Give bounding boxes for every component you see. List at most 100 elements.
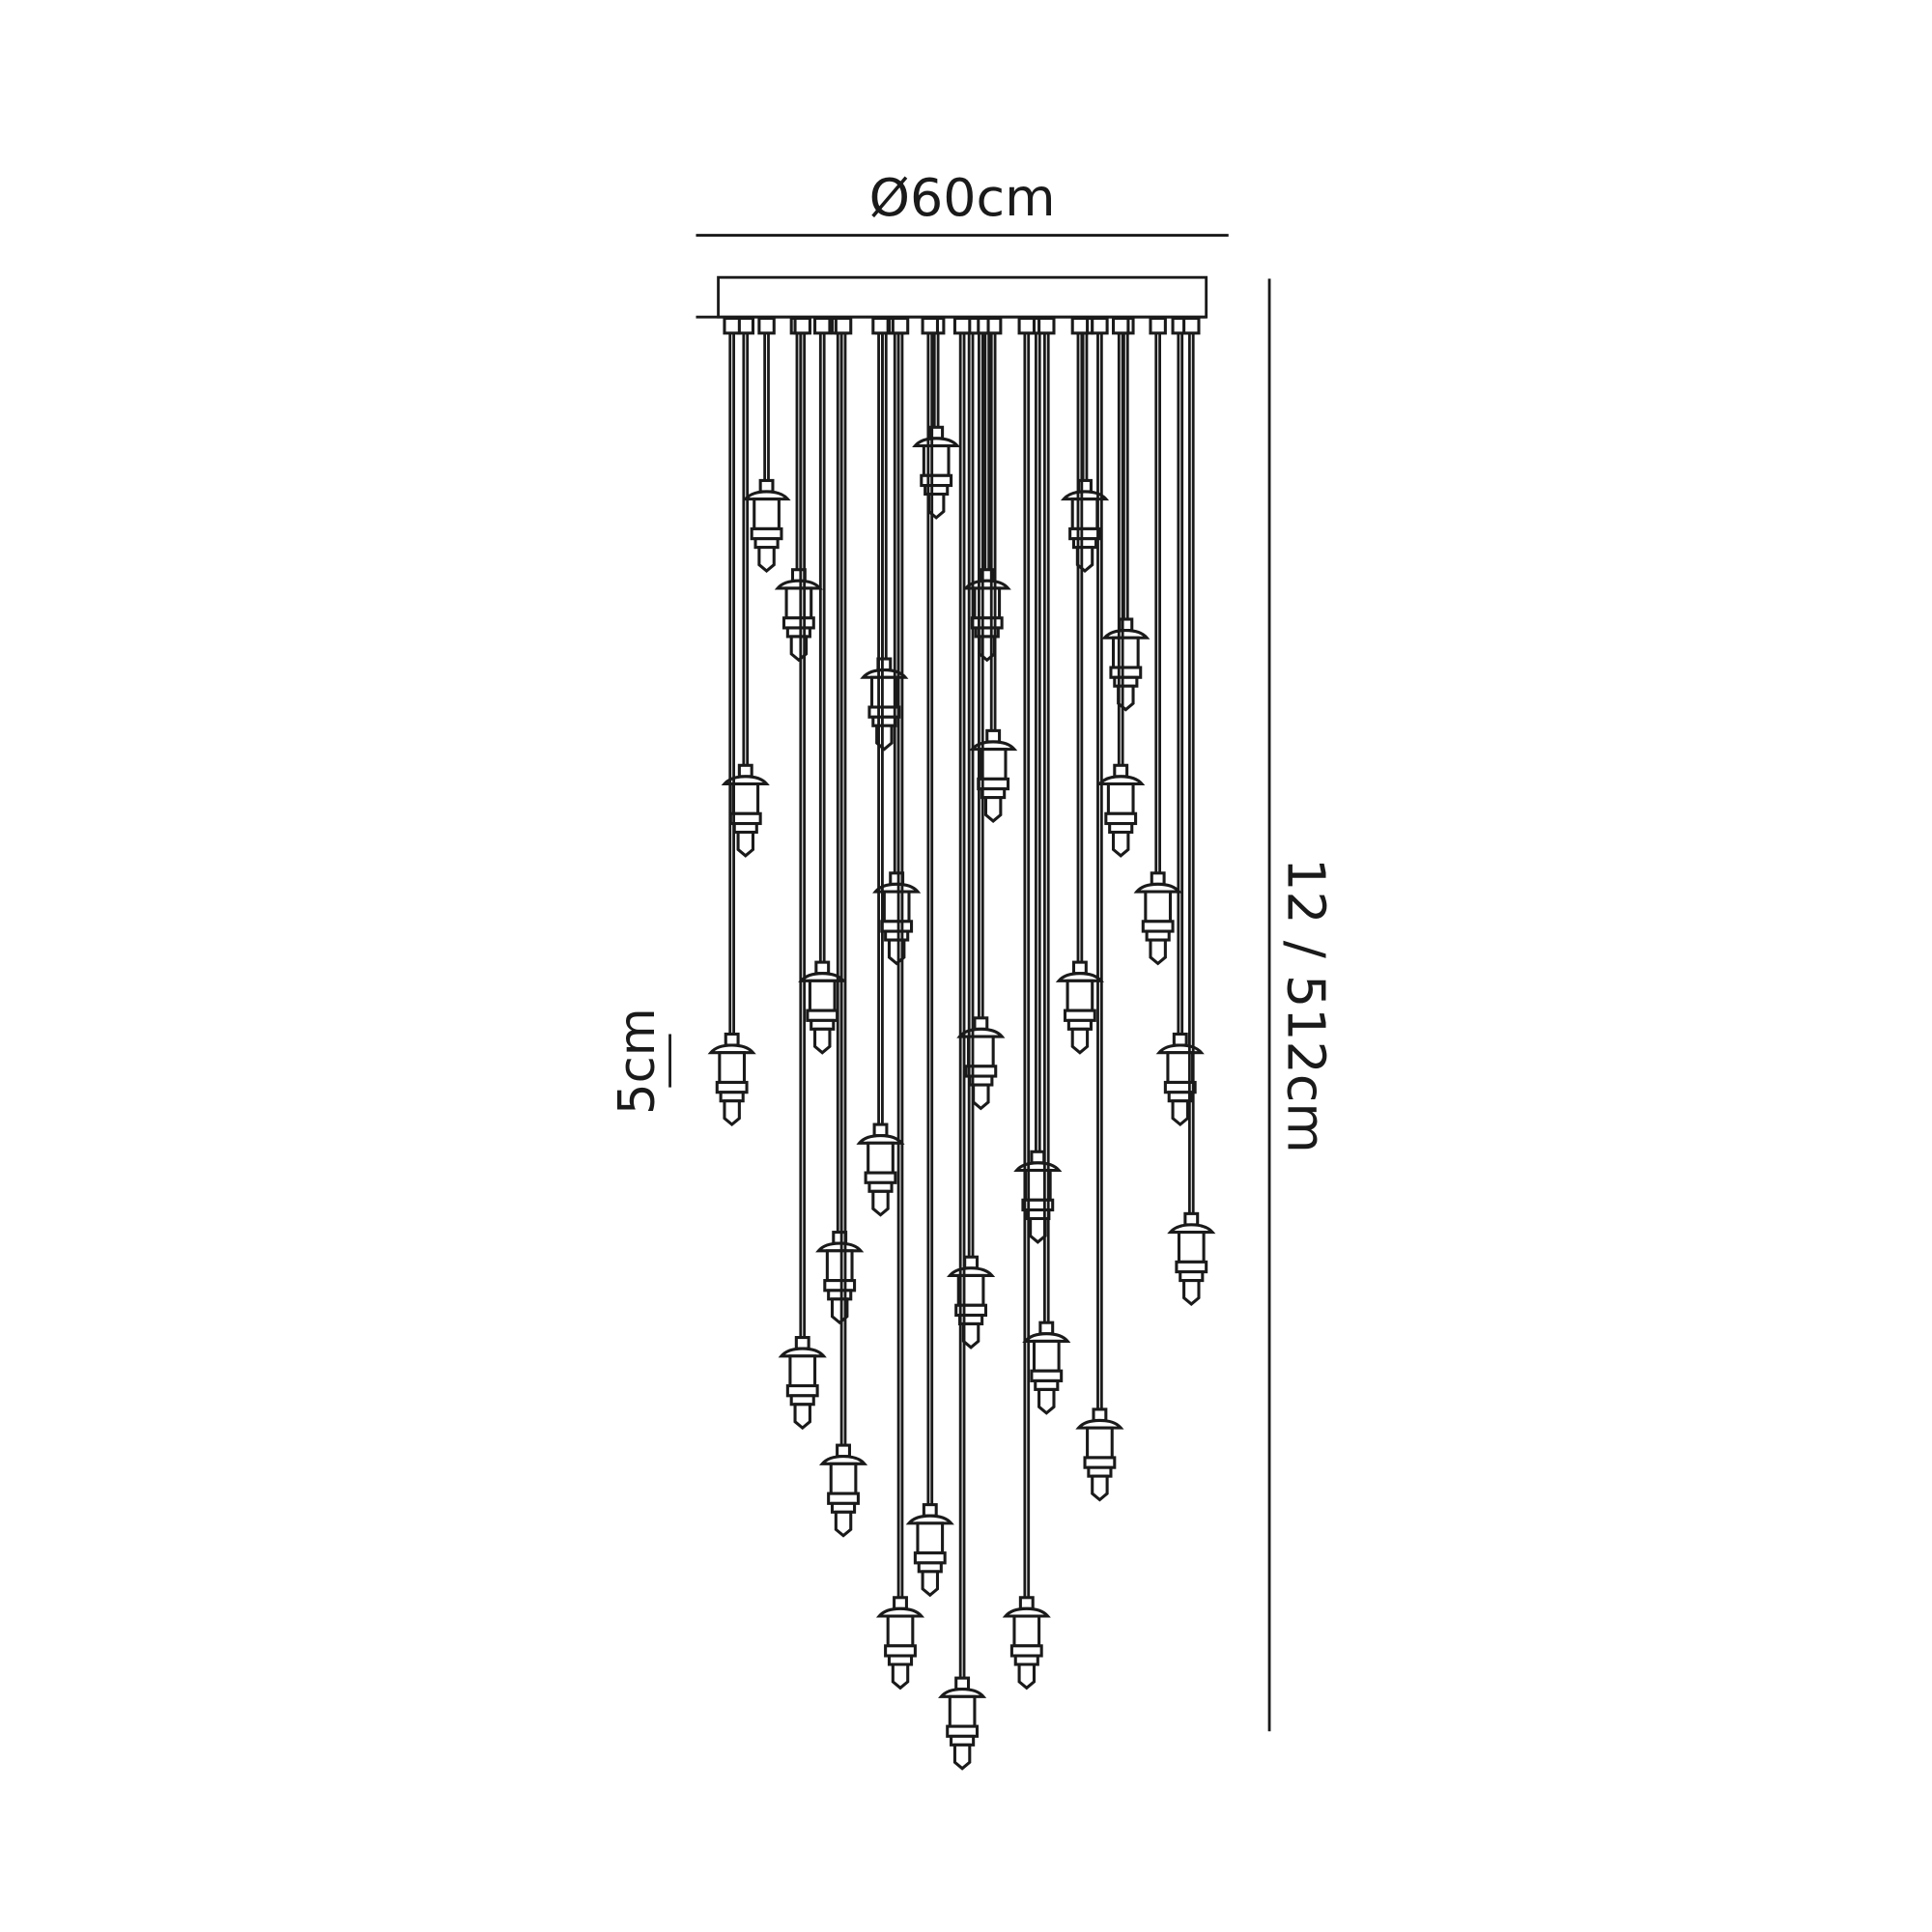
canopy-connector <box>952 316 972 335</box>
pendant-body <box>788 1354 817 1388</box>
pendant-body <box>1144 890 1173 923</box>
pendant <box>1075 316 1124 1502</box>
pendant-crystal <box>813 1027 832 1055</box>
pendant-cap <box>1038 1321 1055 1336</box>
pendant-crystal <box>1182 1279 1201 1306</box>
pendant-cap <box>794 1336 810 1350</box>
pendant-cap <box>963 1255 980 1270</box>
pendant-shade <box>707 1043 756 1055</box>
pendant <box>1013 316 1063 1244</box>
pendant-shade <box>1002 1606 1051 1618</box>
pendant <box>938 316 987 1771</box>
pendant-crystal <box>1070 1027 1090 1055</box>
canopy-connector <box>793 316 811 335</box>
pendant-shade <box>875 1606 925 1618</box>
pendant <box>1155 316 1205 1127</box>
pendant-shade <box>815 1241 865 1253</box>
canopy-connector <box>813 316 832 335</box>
pendant-cap <box>1183 1211 1200 1227</box>
pendant-cap <box>1172 1032 1188 1047</box>
pendant-ring <box>715 1080 749 1094</box>
pendant <box>742 316 791 574</box>
pendant <box>774 316 823 663</box>
pendant <box>707 316 756 1127</box>
pendant-shade <box>1060 490 1110 501</box>
pendant-cap <box>836 1443 851 1459</box>
pendant-ring <box>864 1171 897 1184</box>
pendant-body <box>1070 497 1099 530</box>
canopy-connector <box>891 316 910 335</box>
pendant-crystal <box>1171 1099 1189 1127</box>
pendant-crystal <box>1017 1662 1037 1690</box>
pendant-crystal <box>736 830 754 858</box>
pendant-cap <box>872 1122 889 1138</box>
pendant-shade <box>1133 882 1182 894</box>
canopy-connector <box>834 316 853 335</box>
pendant <box>969 316 1018 823</box>
pendant-cap <box>954 1676 971 1691</box>
pendant-crystal <box>1149 938 1167 966</box>
pendant-ring <box>1109 666 1143 679</box>
pendant <box>1133 316 1182 966</box>
pendant-crystal <box>1111 830 1130 858</box>
pendant-shade <box>1075 1418 1124 1430</box>
pendant-crystal <box>961 1321 980 1350</box>
pendant-shade <box>742 490 791 501</box>
pendant-cap <box>1113 763 1129 779</box>
pendant-ring <box>1030 1369 1064 1382</box>
canopy-connector <box>921 316 940 335</box>
pendant-body <box>1065 979 1094 1012</box>
pendant <box>1167 316 1216 1306</box>
pendant <box>1096 316 1146 858</box>
diameter-label: Ø60cm <box>869 167 1056 228</box>
pendant-body <box>784 586 813 620</box>
pendant-cap <box>814 960 831 976</box>
pendant-ring <box>1141 920 1175 933</box>
pendant-crystal <box>757 546 776 574</box>
pendant-cap <box>737 763 753 779</box>
pendant-ring <box>880 920 914 933</box>
canopy-connector <box>1091 316 1109 335</box>
pendant-ring <box>913 1551 947 1565</box>
pendant-body <box>916 1521 945 1555</box>
canopy-connector <box>1182 316 1201 335</box>
pendant-crystal <box>952 1743 972 1771</box>
pendant-crystal <box>1117 684 1135 712</box>
pendant-ring <box>1175 1260 1208 1274</box>
pendant-body <box>1032 1339 1061 1373</box>
pendant-body <box>979 748 1008 781</box>
pendant-cap <box>1018 1596 1035 1610</box>
pendant-cap <box>1150 871 1166 886</box>
pendant-shade <box>1022 1332 1071 1343</box>
pendant <box>956 316 1006 1111</box>
pendant-shade <box>1096 775 1146 786</box>
pendant-crystal <box>1091 1474 1109 1502</box>
pendant-shade <box>774 579 823 590</box>
pendant <box>905 316 954 1598</box>
pendant-ring <box>884 1644 917 1658</box>
pendant-shade <box>912 437 961 448</box>
pendant-ring <box>1104 811 1138 826</box>
pendant-body <box>825 1249 854 1283</box>
pendant-cap <box>893 1596 908 1610</box>
pendant-cap <box>724 1032 740 1047</box>
pendant-crystal <box>1029 1216 1047 1244</box>
ceiling-canopy <box>717 275 1208 319</box>
canopy-connector <box>1111 316 1130 335</box>
pendant <box>1055 316 1104 1055</box>
pendant-crystal <box>793 1403 811 1431</box>
height-label: 12 / 512cm <box>1275 858 1336 1153</box>
pendant <box>1101 316 1151 712</box>
pendant-crystal <box>983 796 1003 823</box>
pendant-crystal <box>921 1570 940 1598</box>
pendant <box>875 316 925 1690</box>
pendant-ring <box>806 1009 839 1022</box>
canopy-connector <box>1017 316 1037 335</box>
pendant-crystal <box>1075 546 1094 574</box>
pendant-body <box>753 497 781 530</box>
pendant-body <box>869 675 898 709</box>
pendant-crystal <box>891 1662 910 1690</box>
pendant-shade <box>1167 1223 1216 1235</box>
pendant-body <box>718 1051 747 1085</box>
